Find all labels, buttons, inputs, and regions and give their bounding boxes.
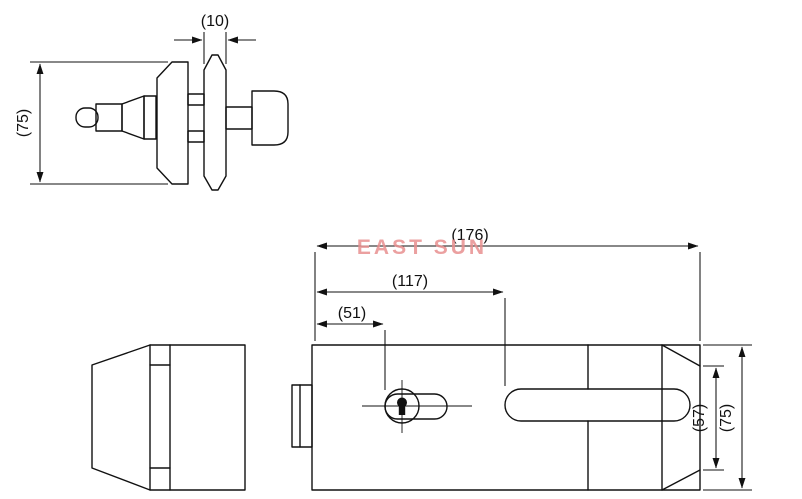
dim-gap: (10) <box>174 13 256 64</box>
strike-box <box>91 344 246 491</box>
dim-51-label: (51) <box>338 305 366 322</box>
lock-body-outline <box>311 344 701 491</box>
spindle-tip <box>75 107 99 128</box>
spindle-shaft <box>95 103 123 132</box>
faceplate-block <box>291 384 313 448</box>
plan-view: (176) (117) (51) (57) (75) <box>91 227 752 491</box>
dim-117-label: (117) <box>392 273 428 290</box>
mounting-plate <box>156 61 189 185</box>
dim-176-label: (176) <box>451 227 488 244</box>
lock-body <box>291 344 701 491</box>
watermark: EAST SUN <box>357 236 487 259</box>
bolt-chamfer-line <box>661 344 701 367</box>
hub-lower <box>187 130 205 143</box>
hub-upper <box>187 93 205 106</box>
dim-75-label: (75) <box>718 404 735 432</box>
dim-length-overall: (176) <box>314 227 701 341</box>
dim-height: (75) <box>15 61 168 185</box>
dim-height-label: (75) <box>15 109 32 137</box>
dim-length-to-slot: (117) <box>316 273 506 386</box>
rose-plate <box>203 54 227 191</box>
spindle-collar <box>143 95 157 140</box>
bolt-slot <box>504 388 691 422</box>
dim-width-overall: (75) <box>703 344 752 491</box>
dim-width-inner: (57) <box>691 365 724 471</box>
bolt-chamfer-line <box>661 469 701 491</box>
knob-stem <box>225 106 253 130</box>
dim-gap-label: (10) <box>201 13 229 30</box>
keyhole-ring <box>384 388 420 424</box>
knob <box>251 90 289 146</box>
side-view: (10) (75) <box>15 13 289 191</box>
keyway-stem <box>398 402 406 415</box>
dim-57-label: (57) <box>691 404 708 432</box>
spindle-taper <box>121 95 145 140</box>
keyhole <box>362 380 472 433</box>
dim-length-to-keyhole: (51) <box>316 305 386 390</box>
